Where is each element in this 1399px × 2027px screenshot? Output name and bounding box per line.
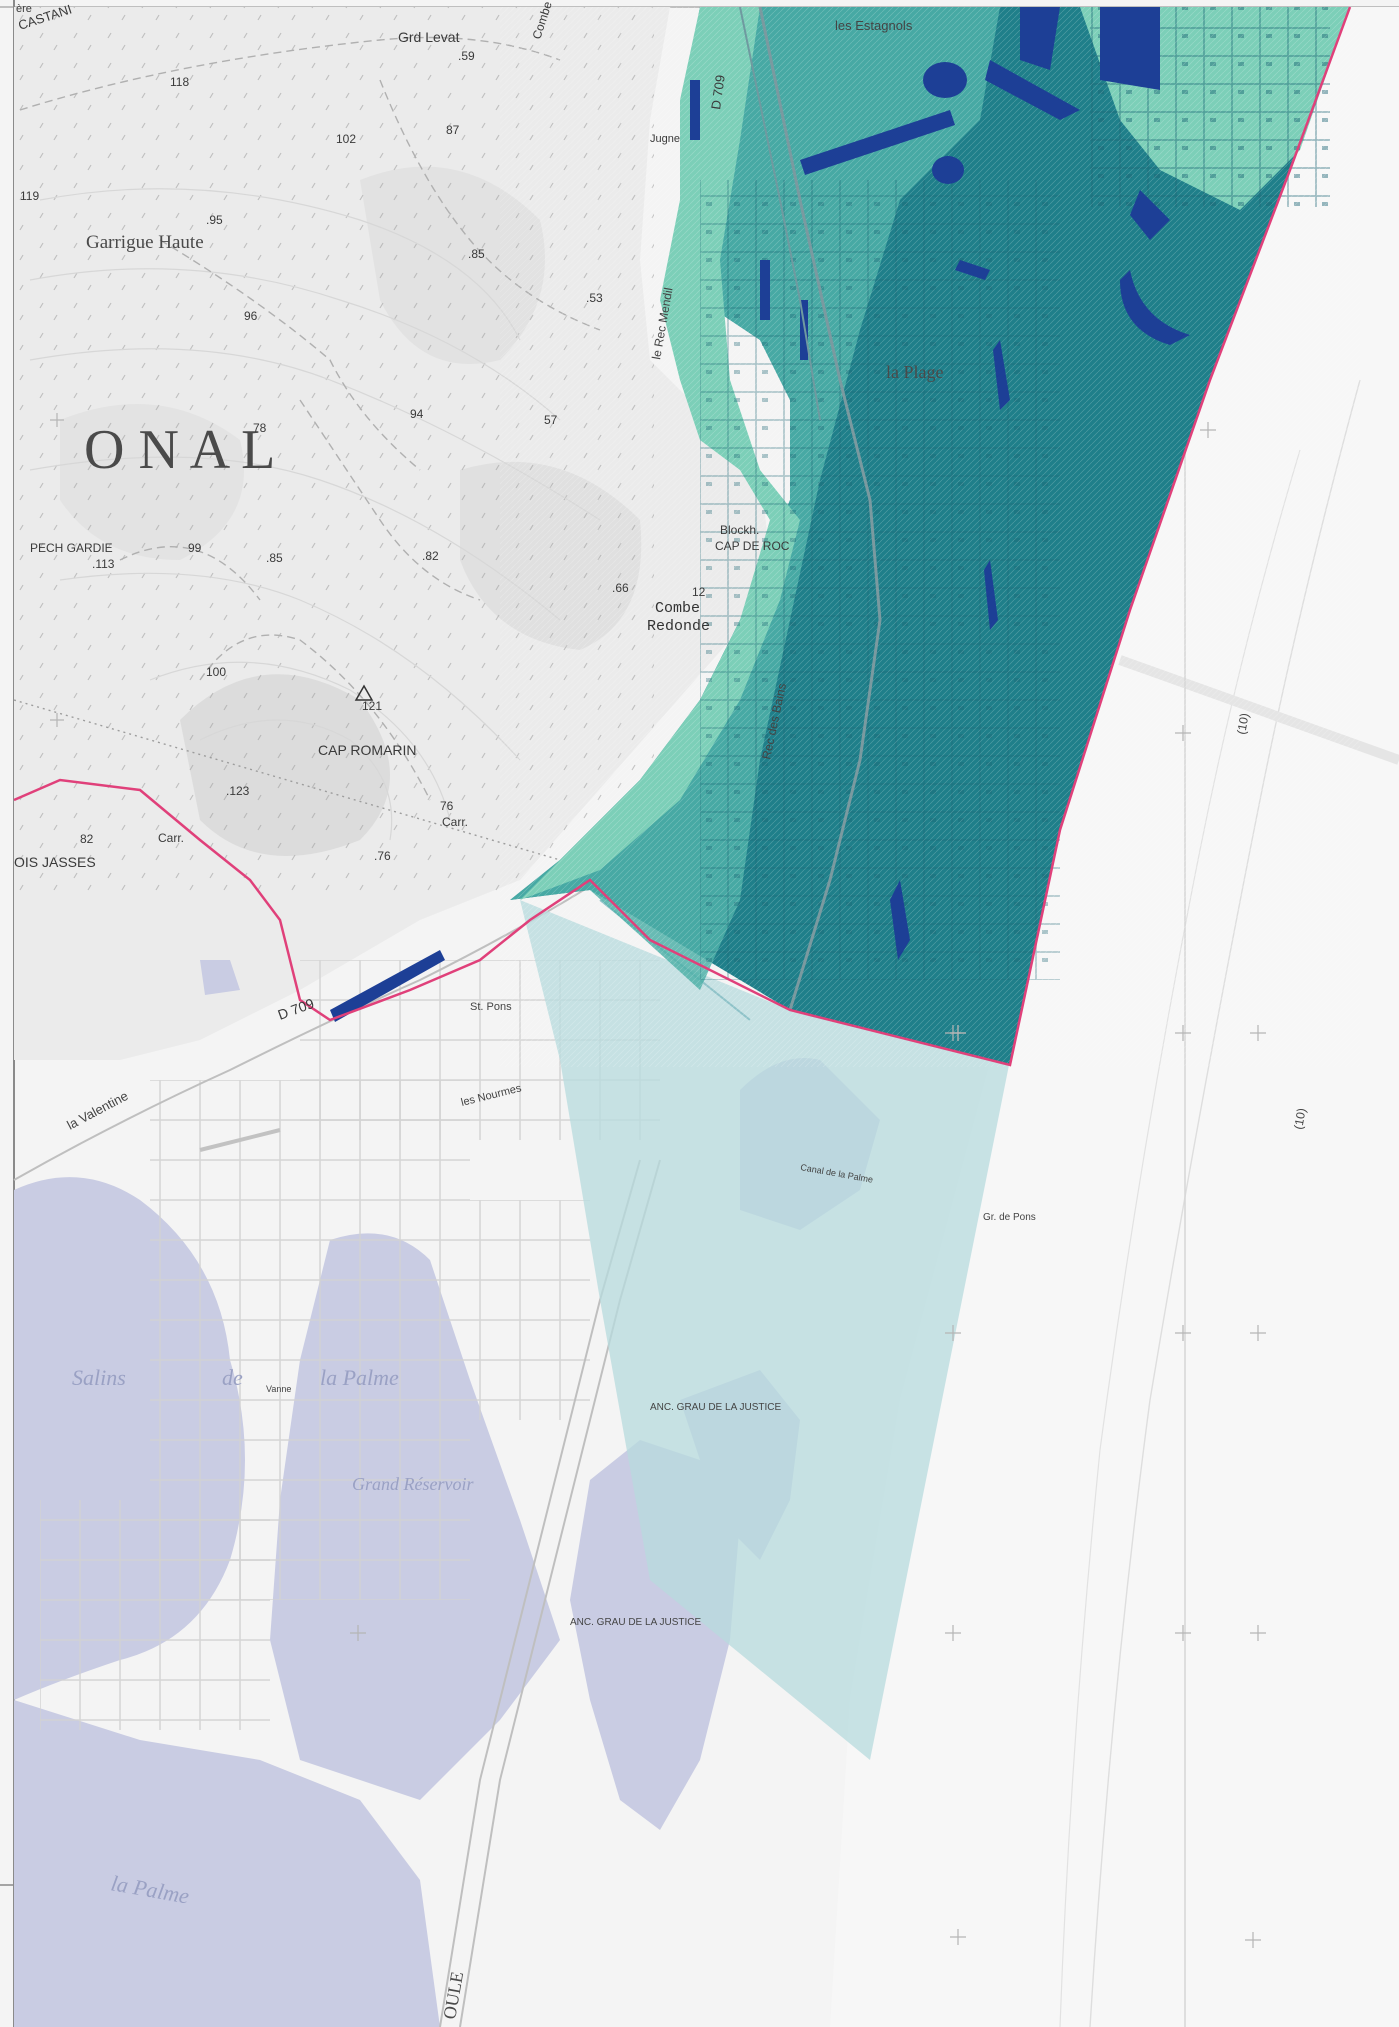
svg-text:.85: .85 (266, 551, 283, 565)
place-label: St. Pons (470, 1001, 512, 1013)
place-label: ANC. GRAU DE LA JUSTICE (650, 1402, 781, 1413)
place-label: Gr. de Pons (983, 1212, 1036, 1223)
place-label: Combe (655, 600, 700, 617)
svg-text:12: 12 (692, 585, 706, 599)
deep-water (330, 7, 1190, 1022)
svg-text:119: 119 (20, 189, 39, 203)
place-label: CAP DE ROC (715, 539, 790, 553)
place-label: Jugne (650, 133, 680, 145)
svg-text:76: 76 (440, 799, 454, 813)
place-label: Redonde (647, 618, 710, 635)
water-label: la Palme (320, 1365, 399, 1390)
water-label: Salins (72, 1365, 126, 1390)
svg-text:118: 118 (170, 75, 189, 89)
svg-text:.66: .66 (612, 581, 629, 595)
svg-text:96: 96 (244, 309, 258, 323)
water-label: Grand Réservoir (352, 1474, 474, 1494)
salt-pans-grid (40, 960, 660, 1730)
region-label: O N A L (84, 419, 275, 481)
svg-text:.59: .59 (458, 49, 475, 63)
svg-text:87: 87 (446, 123, 460, 137)
place-label: Blockh. (720, 523, 759, 537)
grid-cross-icon (50, 413, 1266, 1948)
elevation-labels: 118 .59 87 102 119 .95 .85 .53 96 78 94 … (20, 49, 706, 863)
svg-text:102: 102 (336, 132, 356, 146)
place-label: Grd Levat (398, 29, 460, 45)
svg-text:.113: .113 (92, 557, 115, 571)
svg-text:57: 57 (544, 413, 558, 427)
triangulation-point-icon (354, 684, 374, 701)
road-label: D 709 (708, 74, 728, 110)
zone-texture (500, 7, 1360, 1067)
water-label: de (222, 1365, 243, 1390)
railway (758, 6, 882, 1011)
place-label: OIS JASSES (14, 854, 96, 870)
svg-text:.123: .123 (226, 784, 250, 798)
svg-text:121: 121 (362, 699, 382, 713)
place-label: Vanne (266, 1384, 291, 1394)
place-label: PECH GARDIE (30, 541, 113, 555)
svg-text:99: 99 (188, 541, 202, 555)
svg-text:.95: .95 (206, 213, 223, 227)
flood-zone-faint (520, 900, 1010, 1760)
zone-boundary (13, 6, 1352, 1067)
svg-text:94: 94 (410, 407, 424, 421)
road-d709 (739, 6, 821, 421)
svg-text:100: 100 (206, 665, 226, 679)
place-label: ANC. GRAU DE LA JUSTICE (570, 1617, 701, 1628)
svg-text:.82: .82 (422, 549, 439, 563)
place-label: les Estagnols (835, 18, 913, 33)
svg-text:.76: .76 (374, 849, 391, 863)
place-label: la Plage (886, 362, 943, 382)
depth-label: (10) (1291, 1107, 1308, 1130)
place-label: CAP ROMARIN (318, 742, 417, 758)
svg-text:78: 78 (253, 421, 267, 435)
place-label: Carr. (158, 831, 184, 845)
svg-text:.85: .85 (468, 247, 485, 261)
svg-text:82: 82 (80, 832, 94, 846)
svg-text:.53: .53 (586, 291, 603, 305)
place-label: Carr. (442, 815, 468, 829)
depth-label: (10) (1234, 712, 1251, 735)
place-label: Garrigue Haute (86, 232, 204, 253)
place-label: ère (16, 3, 32, 15)
